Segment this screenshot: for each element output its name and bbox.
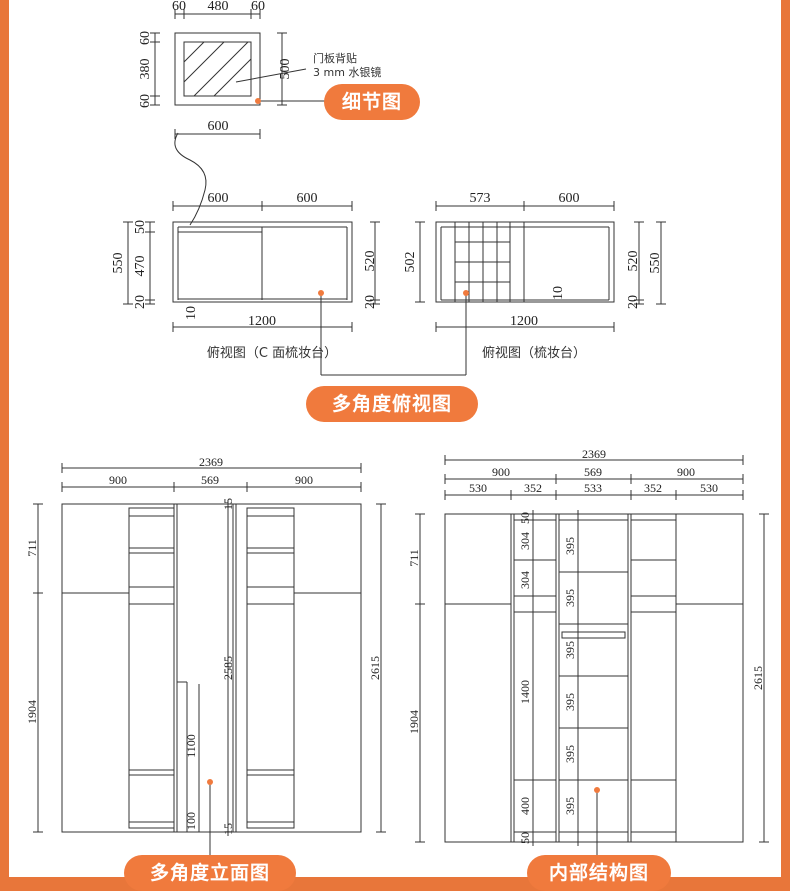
dim-label: 711 — [407, 549, 421, 567]
dim-label: 352 — [644, 481, 662, 495]
dim-label: 600 — [297, 191, 318, 206]
dim-label: 569 — [201, 473, 219, 487]
dim-label: 10 — [184, 306, 199, 320]
dim-label: 20 — [133, 295, 148, 309]
dim-label: 533 — [584, 481, 602, 495]
detail-view-label: 细节图 — [324, 84, 420, 120]
dim-label: 520 — [363, 251, 378, 272]
drawing-sheet — [9, 0, 781, 877]
dim-label: 1200 — [510, 314, 538, 329]
dim-label: 900 — [492, 465, 510, 479]
detail-door — [150, 9, 325, 226]
dim-label: 1904 — [25, 700, 39, 724]
plan-view-right — [392, 201, 666, 376]
elevation-view-label: 多角度立面图 — [124, 855, 296, 891]
dim-label: 530 — [469, 481, 487, 495]
dim-label: 400 — [518, 797, 532, 815]
dim-label: 550 — [648, 253, 663, 274]
marker-dot — [318, 290, 324, 296]
dim-label: 1400 — [518, 680, 532, 704]
mirror-note-line2: 3 mm 水银镜 — [313, 65, 381, 79]
marker-dot — [207, 779, 213, 785]
dim-label: 711 — [25, 539, 39, 557]
dim-label: 15 — [221, 498, 235, 510]
dim-label: 395 — [563, 693, 577, 711]
dim-label: 2585 — [221, 656, 235, 680]
dim-label: 500 — [278, 59, 293, 80]
dim-label: 573 — [470, 191, 491, 206]
dim-label: 470 — [133, 256, 148, 277]
dim-label: 2615 — [368, 656, 382, 680]
dim-label: 20 — [626, 295, 641, 309]
mirror-note-line1: 门板背贴 — [313, 51, 357, 65]
dim-label: 50 — [133, 220, 148, 234]
dim-label: 569 — [584, 465, 602, 479]
dim-label: 900 — [295, 473, 313, 487]
dim-label: 502 — [403, 252, 418, 273]
dim-label: 20 — [363, 295, 378, 309]
dim-label: 395 — [563, 589, 577, 607]
elevation-left — [33, 463, 386, 860]
marker-dot — [255, 98, 261, 104]
dim-label: 50 — [518, 512, 532, 524]
dim-label: 60 — [172, 0, 186, 14]
dim-label: 900 — [109, 473, 127, 487]
elevation-right — [415, 455, 769, 860]
dim-label: 600 — [208, 119, 229, 134]
dim-label: 900 — [677, 465, 695, 479]
dim-label: 1904 — [407, 710, 421, 734]
marker-dot — [463, 290, 469, 296]
marker-dot — [594, 787, 600, 793]
dim-label: 395 — [563, 641, 577, 659]
dim-label: 600 — [208, 191, 229, 206]
plan-view-left — [123, 201, 392, 376]
dim-label: 10 — [551, 286, 566, 300]
dim-label: 304 — [518, 532, 532, 550]
dim-label: 1100 — [184, 734, 198, 758]
dim-label: 530 — [700, 481, 718, 495]
dim-label: 60 — [138, 94, 153, 108]
dim-label: 395 — [563, 745, 577, 763]
dim-label: 100 — [184, 812, 198, 830]
dim-label: 15 — [221, 823, 235, 835]
plan-view-label: 多角度俯视图 — [306, 386, 478, 422]
dim-label: 60 — [251, 0, 265, 14]
dim-label: 395 — [563, 797, 577, 815]
dim-label: 600 — [559, 191, 580, 206]
dim-label: 2615 — [751, 666, 765, 690]
plan-caption-right: 俯视图（梳妆台） — [482, 345, 586, 361]
internal-structure-label: 内部结构图 — [527, 855, 671, 891]
plan-caption-left: 俯视图（C 面梳妆台） — [207, 345, 337, 361]
dim-label: 2369 — [199, 455, 223, 469]
dim-label: 50 — [518, 832, 532, 844]
dim-label: 480 — [208, 0, 229, 14]
dim-label: 550 — [111, 253, 126, 274]
dim-label: 395 — [563, 537, 577, 555]
dim-label: 2369 — [582, 447, 606, 461]
dim-label: 380 — [138, 59, 153, 80]
dim-label: 1200 — [248, 314, 276, 329]
dim-label: 60 — [138, 31, 153, 45]
dim-label: 352 — [524, 481, 542, 495]
dim-label: 304 — [518, 571, 532, 589]
dim-label: 520 — [626, 251, 641, 272]
